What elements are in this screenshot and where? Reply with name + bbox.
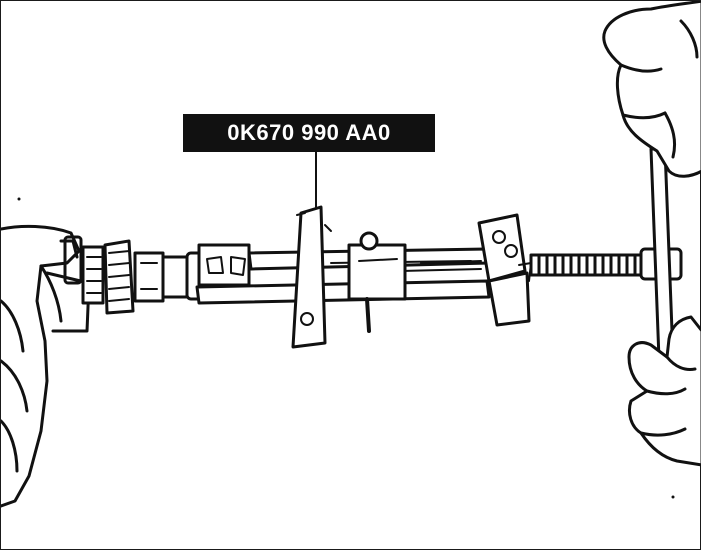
part-number-label: 0K670 990 AA0 xyxy=(183,114,435,152)
t-handle xyxy=(649,147,675,361)
gear-assembly xyxy=(63,235,189,315)
right-hand-lower xyxy=(627,315,701,467)
right-hand-upper xyxy=(602,1,701,178)
speck xyxy=(17,197,21,201)
speck xyxy=(671,495,675,499)
end-bracket xyxy=(477,213,532,327)
left-hand xyxy=(1,224,91,508)
puller-body xyxy=(185,243,491,305)
centre-clamp xyxy=(347,231,407,333)
puller-jaw xyxy=(291,205,332,349)
